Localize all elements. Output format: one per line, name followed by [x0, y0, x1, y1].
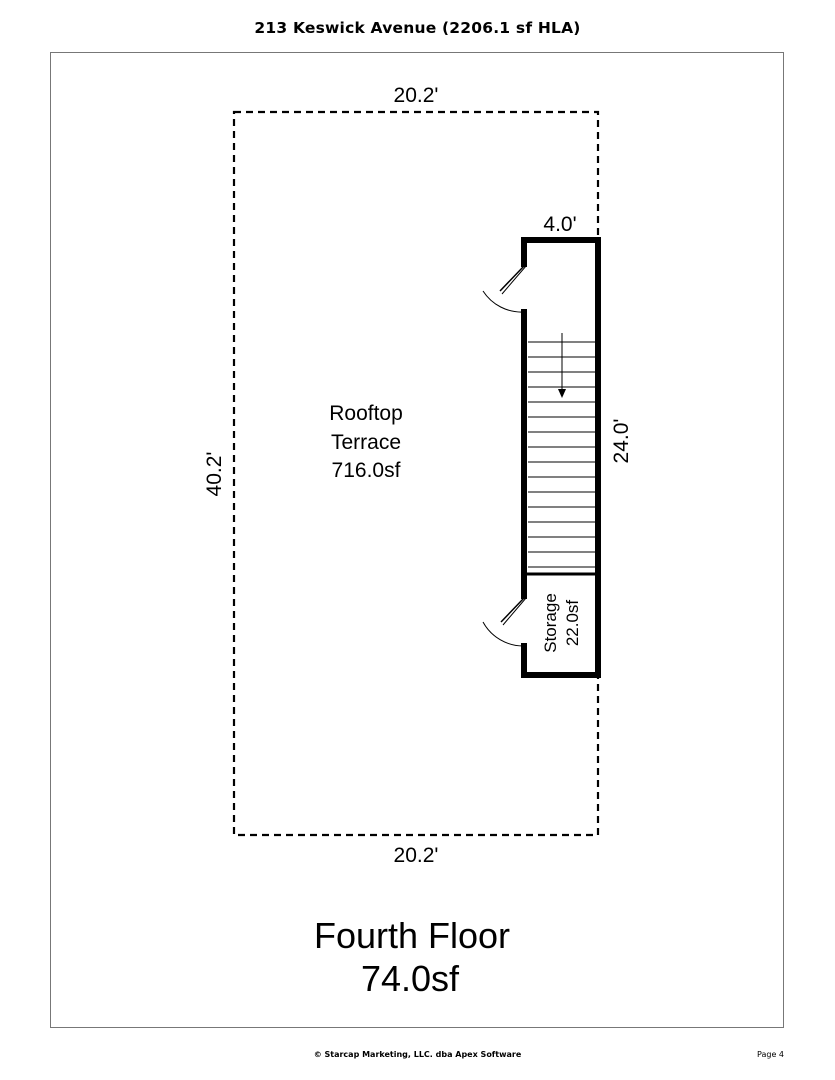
stair-fill	[524, 240, 598, 675]
dimension-stair-top: 4.0'	[543, 213, 576, 236]
page-title: 213 Keswick Avenue (2206.1 sf HLA)	[254, 19, 581, 37]
floor-name: Fourth Floor	[314, 915, 510, 956]
terrace-area: 716.0sf	[332, 459, 401, 482]
dimension-stair-right: 24.0'	[610, 419, 633, 464]
door-lower-icon	[482, 597, 527, 647]
stair-walls	[521, 237, 601, 678]
floor-area: 74.0sf	[361, 958, 460, 999]
room-label-storage: Storage 22.0sf	[541, 593, 582, 653]
storage-area: 22.0sf	[563, 600, 582, 647]
stair-down-arrow-icon	[558, 333, 566, 398]
terrace-name-line2: Terrace	[331, 431, 401, 454]
dimension-left: 40.2'	[203, 452, 226, 497]
page-number: Page 4	[757, 1050, 784, 1059]
footer-copyright: © Starcap Marketing, LLC. dba Apex Softw…	[313, 1050, 522, 1059]
page-frame	[50, 52, 784, 1028]
terrace-name-line1: Rooftop	[329, 402, 403, 425]
room-label-terrace: Rooftop Terrace 716.0sf	[329, 402, 403, 482]
stair-treads	[528, 341, 595, 568]
door-upper-icon	[482, 265, 527, 313]
storage-name: Storage	[541, 593, 560, 653]
dimension-top: 20.2'	[394, 84, 439, 107]
dimension-bottom: 20.2'	[394, 844, 439, 867]
